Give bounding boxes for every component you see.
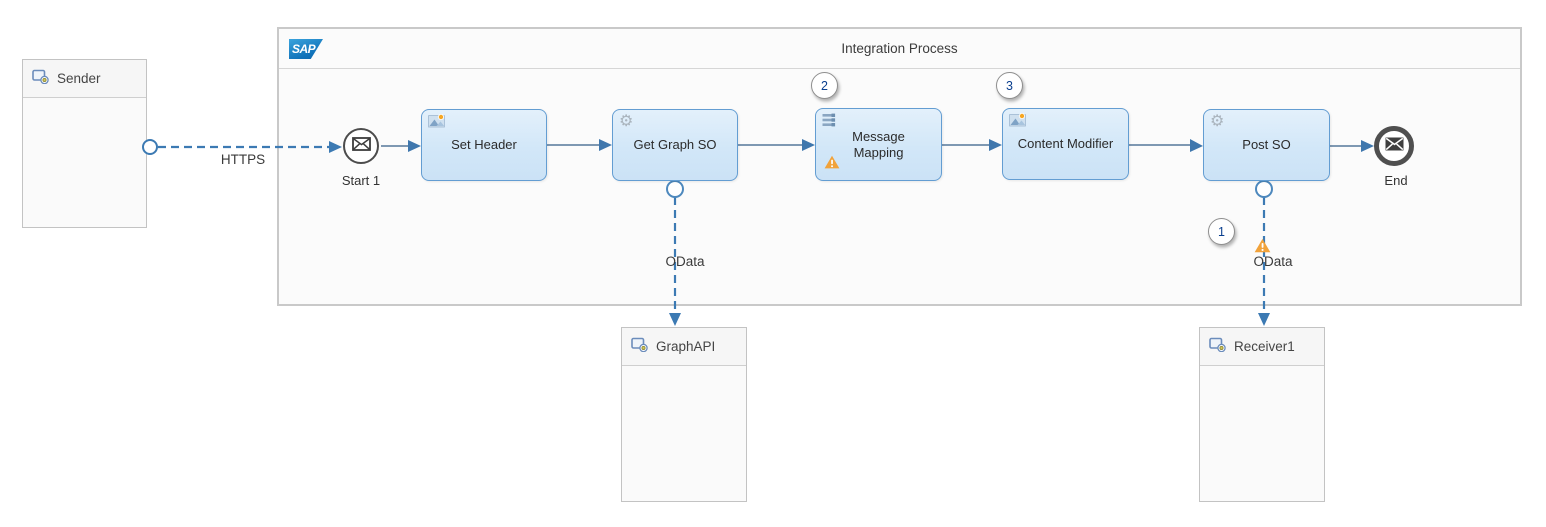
- task-label: Set Header: [451, 137, 517, 152]
- message-envelope-icon: [1385, 137, 1404, 156]
- participant-sender[interactable]: Sender: [22, 59, 147, 228]
- flow-label-odata-graphapi: OData: [665, 254, 705, 269]
- task-set-header[interactable]: Set Header: [421, 109, 547, 181]
- integration-process-header: SAP Integration Process: [279, 29, 1520, 69]
- content-modifier-icon: [1009, 113, 1027, 132]
- message-envelope-icon: [351, 136, 371, 156]
- participant-graphapi-header: GraphAPI: [622, 328, 746, 366]
- start-event-label: Start 1: [341, 173, 381, 188]
- task-label: Get Graph SO: [633, 137, 717, 152]
- participant-icon: [631, 337, 648, 357]
- flow-label-odata-receiver1: OData: [1253, 254, 1293, 269]
- task-label: Content Modifier: [1017, 136, 1114, 151]
- flow-label-https: HTTPS: [220, 152, 266, 167]
- issue-badge-2[interactable]: 2: [811, 72, 838, 99]
- task-message-mapping[interactable]: Message Mapping: [815, 108, 942, 181]
- task-label: Message Mapping: [852, 128, 905, 160]
- warning-icon: [1254, 238, 1271, 258]
- issue-badge-1[interactable]: 1: [1208, 218, 1235, 245]
- participant-icon: [32, 69, 49, 89]
- message-mapping-icon: [822, 113, 838, 133]
- end-event-label: End: [1384, 173, 1408, 188]
- participant-graphapi[interactable]: GraphAPI: [621, 327, 747, 502]
- task-label: Post SO: [1242, 137, 1291, 152]
- participant-icon: [1209, 337, 1226, 357]
- participant-sender-header: Sender: [23, 60, 146, 98]
- task-get-graph-so[interactable]: ⚙ Get Graph SO: [612, 109, 738, 181]
- start-event[interactable]: [343, 128, 379, 164]
- gear-icon: ⚙: [619, 113, 634, 130]
- gear-icon: ⚙: [1210, 113, 1225, 130]
- content-modifier-icon: [428, 114, 446, 133]
- end-event[interactable]: [1374, 126, 1414, 166]
- participant-receiver1-body: [1200, 366, 1324, 501]
- participant-receiver1-label: Receiver1: [1234, 339, 1295, 354]
- task-post-so[interactable]: ⚙ Post SO: [1203, 109, 1330, 181]
- warning-icon: [824, 155, 840, 174]
- participant-sender-label: Sender: [57, 71, 101, 86]
- participant-graphapi-body: [622, 366, 746, 501]
- issue-badge-3[interactable]: 3: [996, 72, 1023, 99]
- participant-receiver1[interactable]: Receiver1: [1199, 327, 1325, 502]
- participant-graphapi-label: GraphAPI: [656, 339, 716, 354]
- integration-process-title: Integration Process: [841, 41, 958, 56]
- task-content-modifier[interactable]: Content Modifier: [1002, 108, 1129, 180]
- participant-sender-body: [23, 98, 146, 227]
- participant-receiver1-header: Receiver1: [1200, 328, 1324, 366]
